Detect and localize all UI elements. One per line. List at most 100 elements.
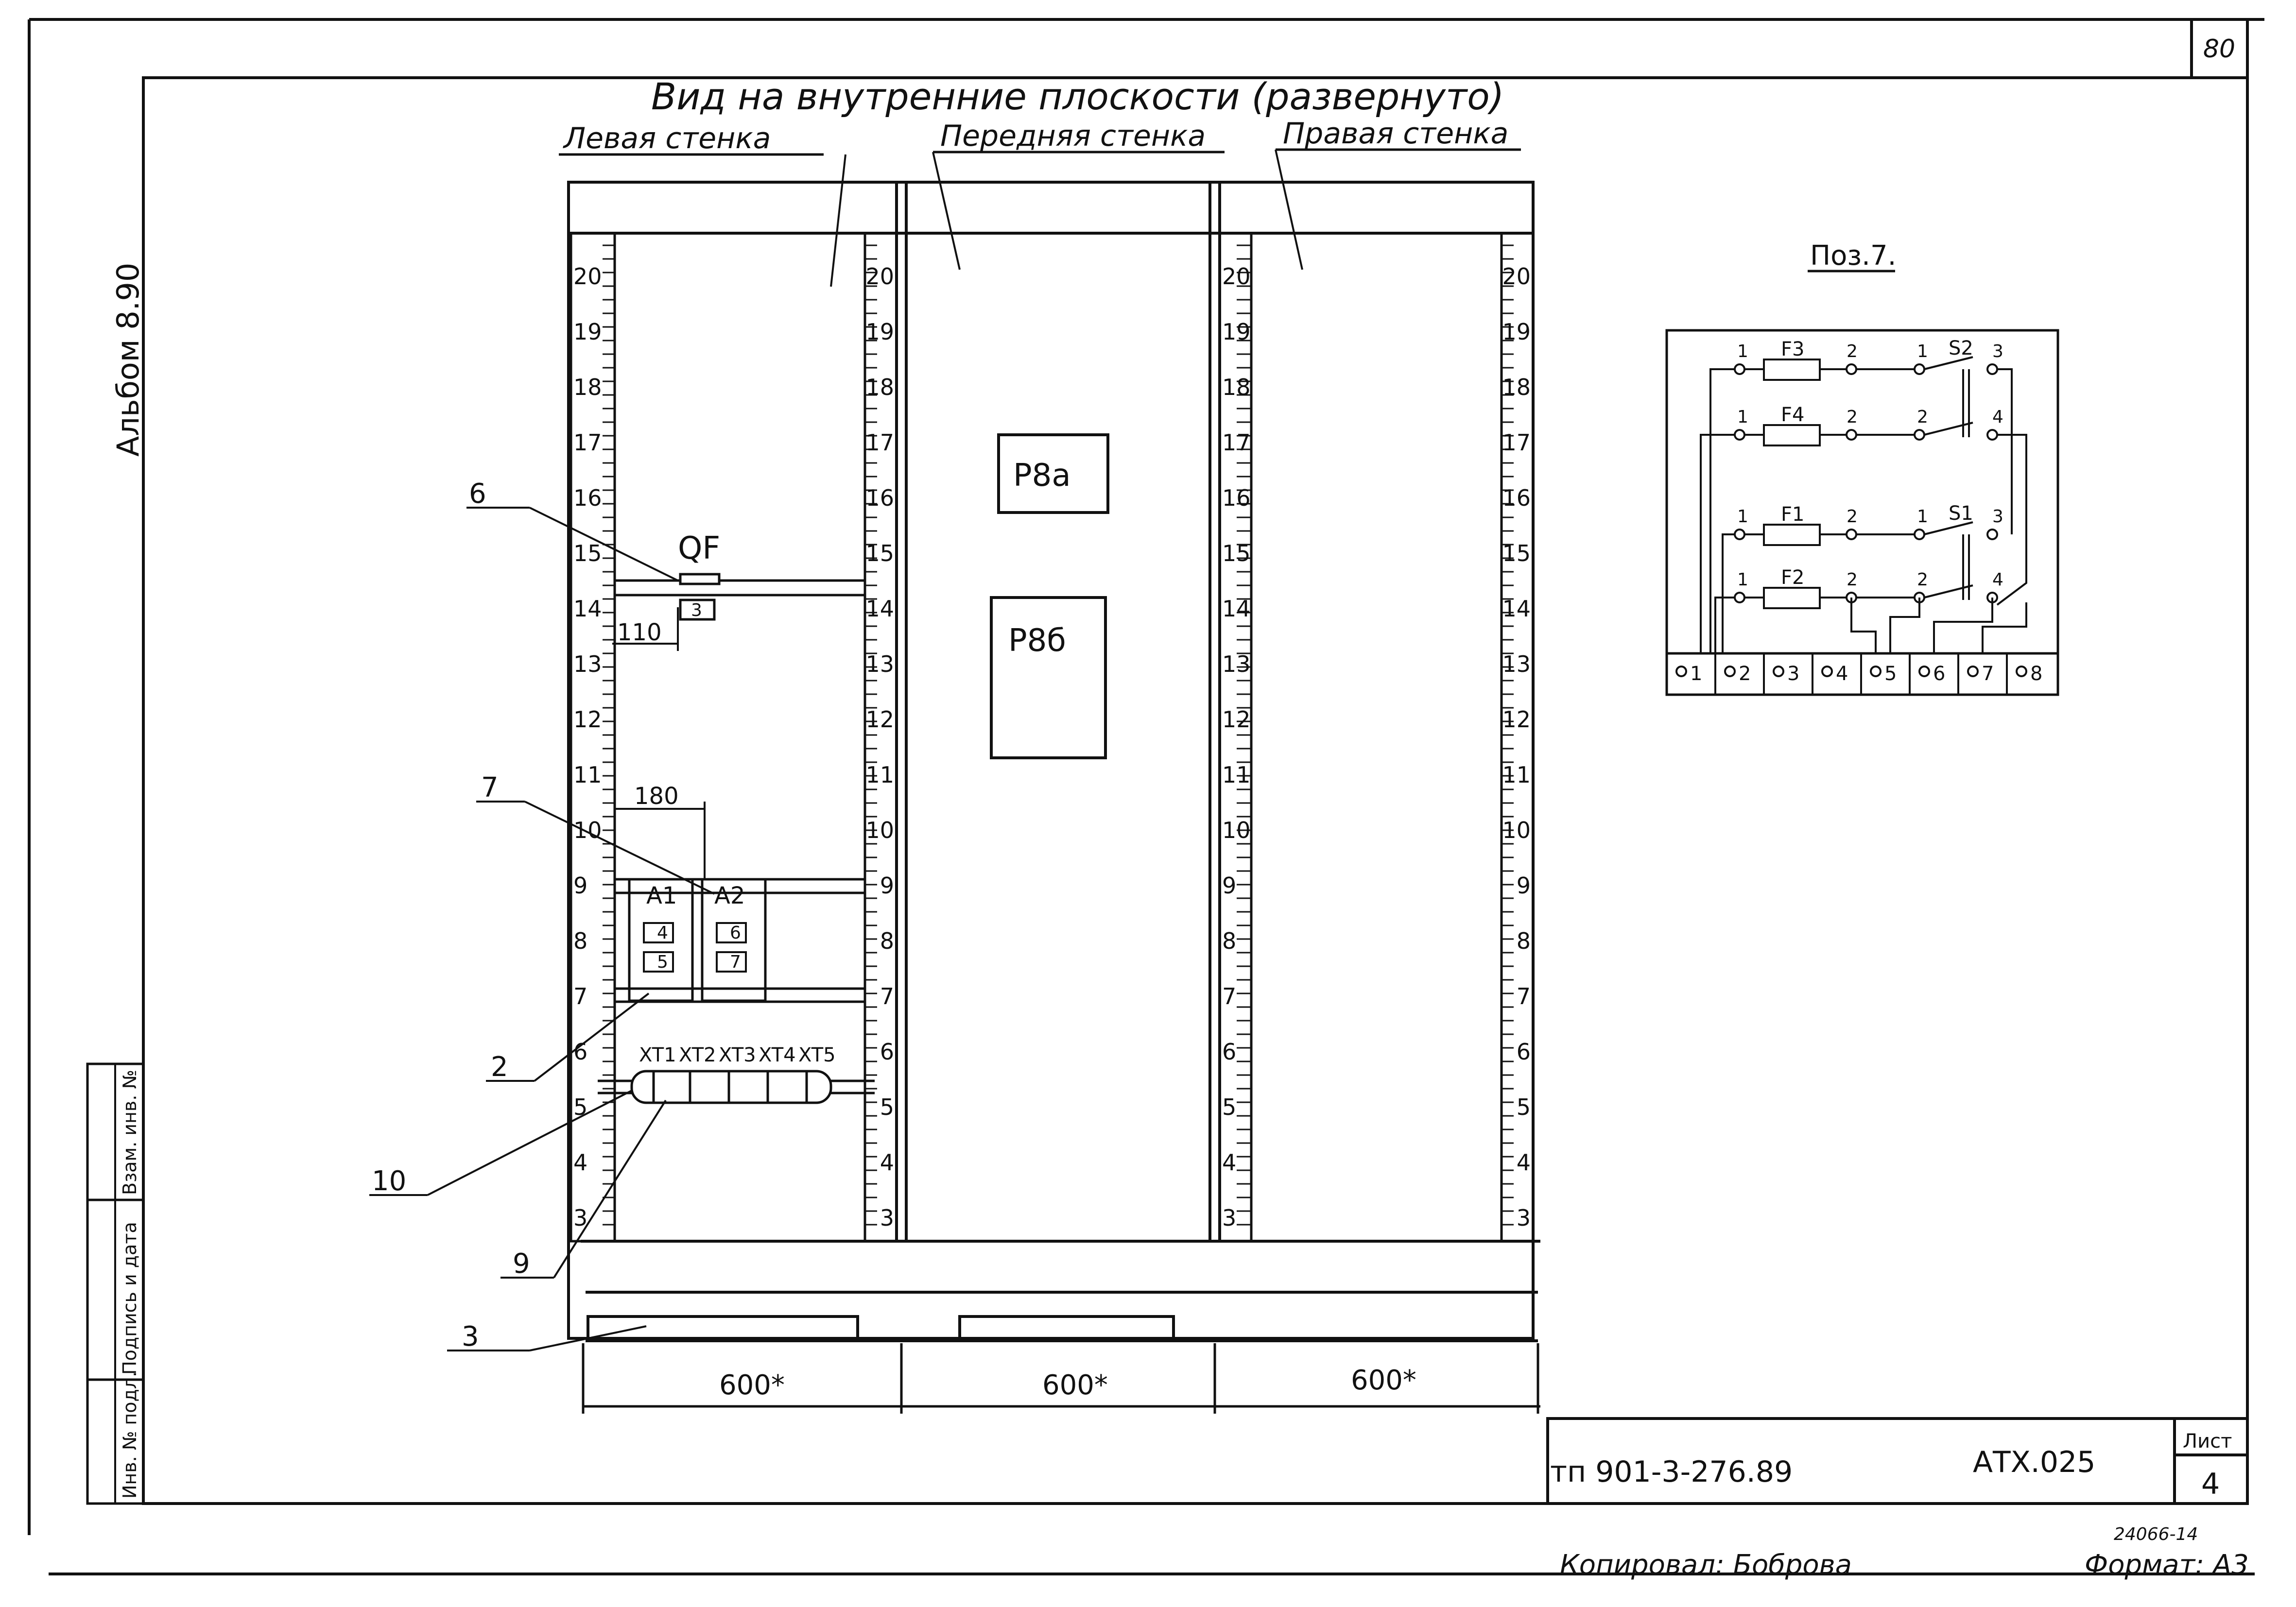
sheet-label: Лист [2183,1430,2232,1453]
doc-number: тп 901-3-276.89 [1550,1455,1793,1489]
terminal-number: 3 [1787,663,1799,685]
fuse-label: F3 [1781,338,1804,360]
sheet-number-box: 80 [2190,18,2249,79]
callout-3: 3 [462,1321,479,1352]
ruler-right-number: 8 [880,928,894,954]
ruler-right-number: 18 [865,374,894,400]
contact-terminal [1914,429,1925,441]
ruler-left-number: 4 [573,1149,587,1176]
a2-ref-2-box [716,951,747,973]
pin-label: 1 [1737,342,1748,361]
terminal-label-xt1: XT1 [639,1044,676,1066]
ruler-left-number: 11 [573,762,602,788]
contact-terminal [1914,363,1925,375]
ruler-right-number: 20 [1502,263,1531,290]
a2-ref-2: 7 [730,952,741,972]
doc-code: АТХ.025 [1973,1445,2095,1479]
ruler-right-number: 3 [880,1205,894,1231]
ruler-left-number: 6 [1222,1039,1236,1065]
stamp-replace-label: Взам. инв. № [119,1070,140,1195]
ruler-left-number: 8 [1222,928,1236,954]
ruler-right-number: 18 [1502,374,1531,400]
ruler-left-number: 14 [1222,596,1251,622]
pin-label: 1 [1917,507,1928,527]
code-small: 24066-14 [2114,1524,2198,1544]
ruler-right-number: 7 [880,983,894,1009]
terminal-contact [2016,666,2027,677]
ruler-left-number: 19 [573,319,602,345]
ruler-right-number: 14 [1502,596,1531,622]
schematic-title: Поз.7. [1810,240,1896,272]
pin-label: 3 [1992,507,2003,527]
pin-label: 3 [1992,342,2003,361]
ruler-left-number: 13 [1222,651,1251,677]
terminal-label-xt2: XT2 [679,1044,716,1066]
ruler-right-number: 5 [880,1094,894,1120]
contact-terminal [1986,529,1998,540]
a2-ref-1: 6 [730,923,741,943]
terminal-label-xt5: XT5 [798,1044,836,1066]
a1-ref-1: 4 [657,923,668,943]
ruler-right-number: 13 [865,651,894,677]
schematic-box [1665,329,2059,696]
ruler-left-number: 12 [1222,706,1251,733]
terminal-number: 2 [1739,663,1751,685]
ruler-right-number: 9 [1517,872,1531,899]
contact-terminal [1734,363,1745,375]
pin-label: 2 [1917,407,1928,427]
callout-10: 10 [372,1165,406,1197]
dim-180-text: 180 [634,783,679,810]
copied-by: Копировал: Боброва [1560,1549,1852,1581]
terminal-label-xt3: XT3 [719,1044,756,1066]
pin-label: 4 [1992,570,2003,590]
ruler-left-number: 7 [573,983,587,1009]
contact-terminal [1846,529,1857,540]
stamp-signature-label: Подпись и дата [119,1222,140,1375]
dim-600-left: 600* [719,1369,785,1401]
terminal-number: 6 [1933,663,1945,685]
ruler-left-number: 9 [1222,872,1236,899]
ruler-right-number: 14 [865,596,894,622]
terminal-contact [1918,666,1930,677]
main-title: Вид на внутренние плоскости (развернуто) [651,75,1504,118]
callout-7: 7 [481,772,499,804]
fuse-label: F2 [1781,566,1804,589]
switch-label: S1 [1949,502,1973,525]
terminal-block [598,1070,875,1104]
callout-2: 2 [491,1051,508,1083]
bottom-dimensions [582,1343,1540,1414]
pin-label: 1 [1737,407,1748,427]
a1-ref-2: 5 [657,952,668,972]
pin-label: 1 [1737,570,1748,590]
ruler-right-number: 11 [1502,762,1531,788]
ruler-right-number: 16 [865,485,894,511]
ruler-left-number: 20 [573,263,602,290]
ruler-right-number: 9 [880,872,894,899]
a1-label: A1 [646,882,677,909]
ruler-right-number: 5 [1517,1094,1531,1120]
ruler-right-number: 16 [1502,485,1531,511]
front-wall-title: Передняя стенка [940,119,1206,153]
terminal-contact [1675,666,1687,677]
ruler-left-number: 8 [573,928,587,954]
ruler-left-number: 14 [573,596,602,622]
stamp-inv-label: Инв. № подл. [119,1371,140,1499]
left-stamp: Инв. № подл. Подпись и дата Взам. инв. № [86,1062,145,1505]
ruler-left-number: 20 [1222,263,1251,290]
fuse-label: F4 [1781,404,1804,426]
contact-terminal [1846,429,1857,441]
terminal-number: 4 [1836,663,1848,685]
pin-label: 2 [1847,570,1858,590]
ruler-right-number: 6 [1517,1039,1531,1065]
pin-label: 1 [1737,507,1748,527]
contact-terminal [1846,363,1857,375]
p8a-box [997,433,1109,514]
wall-titles: Левая стенка Передняя стенка Правая стен… [559,117,1521,287]
ruler-left-number: 16 [573,485,602,511]
fuse-symbol [1763,424,1821,446]
ruler-right-number: 8 [1517,928,1531,954]
terminal-contact [1870,666,1882,677]
fuse-symbol [1763,359,1821,381]
sheet-frame [28,18,2264,1575]
contact-terminal [1914,529,1925,540]
